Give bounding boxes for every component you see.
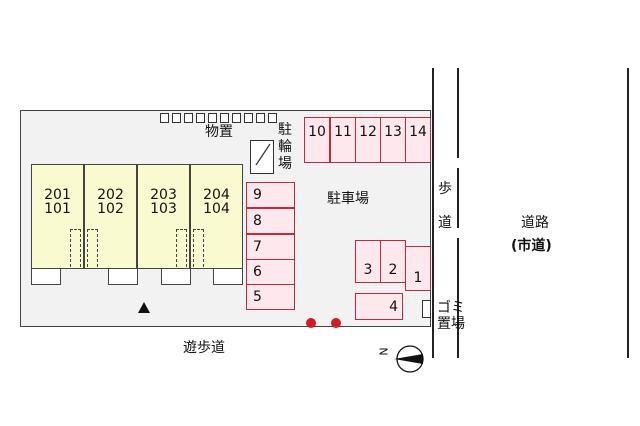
unit-lower-number: 104 bbox=[203, 201, 230, 217]
unit-upper-number: 203 bbox=[150, 187, 177, 203]
sidewalk-label: 歩 道 bbox=[438, 181, 452, 231]
balcony bbox=[31, 268, 61, 285]
stair-outline bbox=[70, 229, 81, 267]
unit-block: 204 104 bbox=[190, 164, 243, 269]
stair-outline bbox=[176, 229, 187, 267]
unit-block: 203 103 bbox=[137, 164, 190, 269]
parking-space: 2 bbox=[380, 240, 406, 283]
storage-segment bbox=[160, 113, 169, 123]
parking-space: 9 bbox=[246, 182, 295, 208]
unit-upper-number: 201 bbox=[44, 187, 71, 203]
north-label: N bbox=[377, 347, 391, 356]
balcony bbox=[213, 268, 243, 285]
parking-space: 6 bbox=[246, 259, 295, 285]
parking-space: 5 bbox=[246, 284, 295, 310]
unit-upper-number: 204 bbox=[203, 187, 230, 203]
storage-segment bbox=[256, 113, 265, 123]
unit-upper-number: 202 bbox=[97, 187, 124, 203]
parking-space: 12 bbox=[355, 117, 381, 163]
balcony bbox=[161, 268, 191, 285]
road-dash-gap bbox=[457, 228, 459, 238]
stair-outline bbox=[193, 229, 204, 267]
entrance-dot bbox=[306, 318, 316, 328]
parking-lot-label: 駐車場 bbox=[327, 191, 369, 207]
parking-space: 7 bbox=[246, 234, 295, 260]
unit-lower-number: 102 bbox=[97, 201, 124, 217]
balcony bbox=[108, 268, 138, 285]
bicycle-parking-area bbox=[250, 140, 274, 174]
stair-outline bbox=[87, 229, 98, 267]
road-type-label: (市道) bbox=[511, 238, 552, 254]
parking-space: 8 bbox=[246, 208, 295, 234]
storage-segment bbox=[268, 113, 277, 123]
parking-space: 14 bbox=[405, 117, 431, 163]
compass-icon bbox=[394, 345, 424, 373]
parking-space: 3 bbox=[355, 240, 381, 283]
garbage-label: ゴミ bbox=[437, 300, 465, 316]
storage-segment bbox=[172, 113, 181, 123]
parking-space: 11 bbox=[330, 117, 356, 163]
bicycle-parking-label: 駐 輪 場 bbox=[278, 122, 292, 172]
bicycle-slash-icon bbox=[255, 143, 271, 166]
garbage-box bbox=[422, 300, 431, 318]
promenade-label: 遊歩道 bbox=[183, 340, 225, 356]
road-edge-right bbox=[457, 68, 459, 358]
unit-block: 201 101 bbox=[31, 164, 84, 269]
storage-segment bbox=[184, 113, 193, 123]
parking-space: 10 bbox=[304, 117, 330, 163]
storage-segment bbox=[232, 113, 241, 123]
storage-label: 物置 bbox=[205, 124, 233, 140]
entrance-dot bbox=[331, 318, 341, 328]
road-edge-left bbox=[432, 68, 434, 358]
storage-segment bbox=[244, 113, 253, 123]
parking-space: 13 bbox=[380, 117, 406, 163]
unit-lower-number: 103 bbox=[150, 201, 177, 217]
entrance-triangle-icon bbox=[138, 302, 150, 313]
unit-lower-number: 101 bbox=[44, 201, 71, 217]
garbage-label-line2: 置場 bbox=[437, 316, 465, 332]
storage-segment bbox=[196, 113, 205, 123]
road-label: 道路 bbox=[521, 215, 549, 231]
road-dash-gap bbox=[457, 158, 459, 168]
road-edge-far bbox=[627, 68, 629, 358]
unit-block: 202 102 bbox=[84, 164, 137, 269]
storage-segment bbox=[220, 113, 229, 123]
storage-segment bbox=[208, 113, 217, 123]
parking-space: 1 bbox=[405, 246, 431, 291]
parking-space: 4 bbox=[355, 293, 403, 320]
